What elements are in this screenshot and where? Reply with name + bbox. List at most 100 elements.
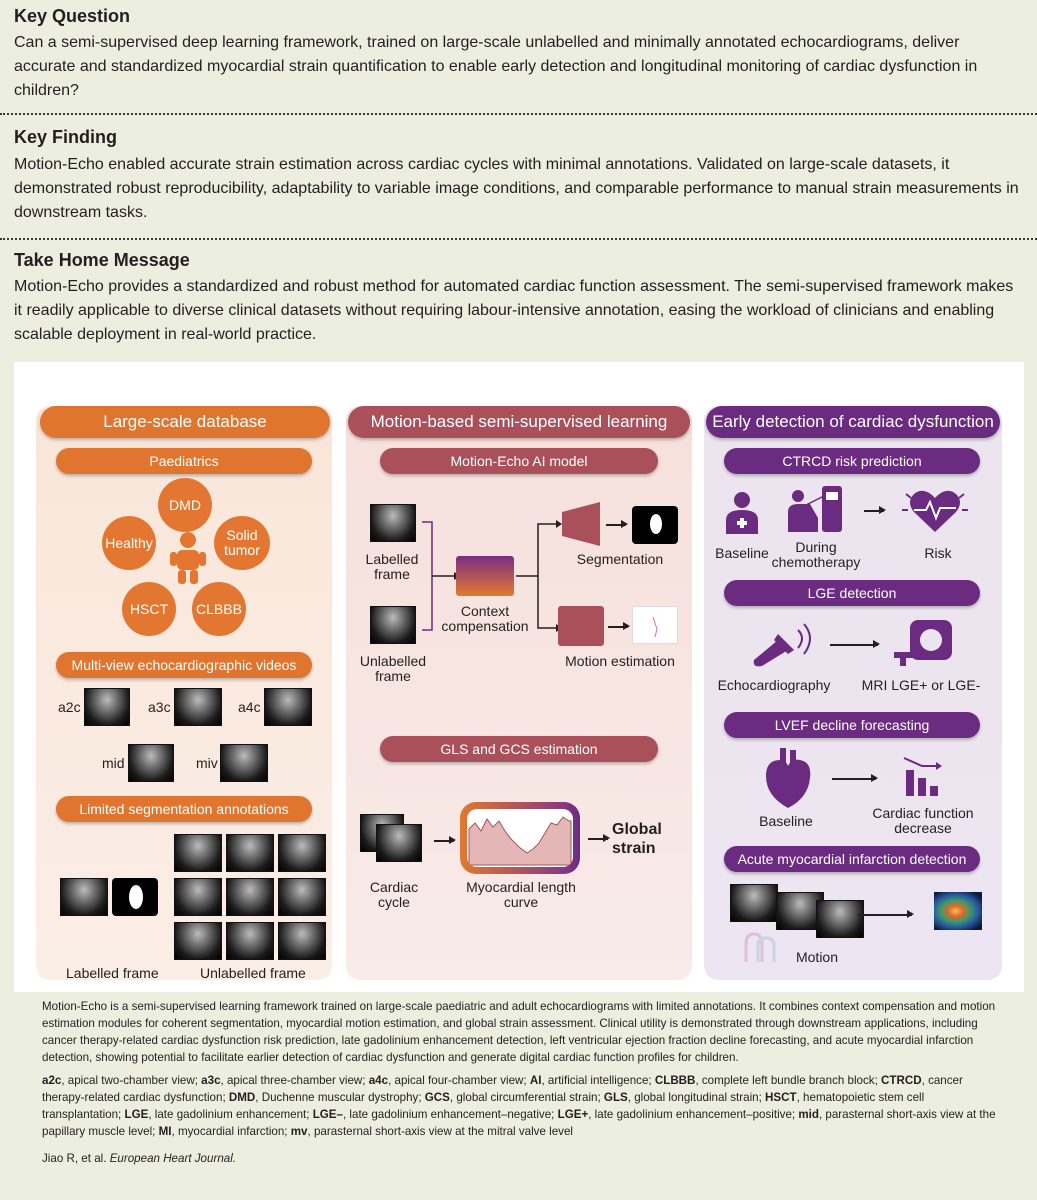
mri-scanner-icon <box>894 620 952 666</box>
circle-clbbb: CLBBB <box>192 582 246 636</box>
abbreviation-definition: , apical three-chamber view; <box>220 1074 369 1087</box>
header-semi-supervised-learning: Motion-based semi-supervised learning <box>348 406 690 438</box>
echo-unlabelled-2 <box>226 834 274 872</box>
echo-motion-3 <box>816 900 864 938</box>
view-label-a4c: a4c <box>238 699 261 715</box>
abbreviation-definition: , artificial intelligence; <box>541 1074 655 1087</box>
circle-healthy: Healthy <box>102 516 156 570</box>
key-question-title: Key Question <box>14 6 131 26</box>
echo-image-a2c <box>84 688 130 726</box>
doctor-icon <box>726 492 758 534</box>
citation: Jiao R, et al. European Heart Journal. <box>42 1150 1002 1167</box>
echo-image-mid <box>128 744 174 782</box>
abbreviation-term: CLBBB <box>654 1074 696 1087</box>
label-segmentation: Segmentation <box>576 551 664 567</box>
abbreviation-definition: , apical two-chamber view; <box>61 1074 202 1087</box>
abbreviations: a2c, apical two-chamber view; a3c, apica… <box>42 1072 1002 1140</box>
view-label-miv: miv <box>196 755 218 771</box>
take-home-title: Take Home Message <box>14 250 190 270</box>
label-motion: Motion <box>795 949 839 965</box>
chemotherapy-icon <box>788 486 842 532</box>
abbreviation-term: GCS <box>424 1091 450 1104</box>
echo-unlabelled-1 <box>174 834 222 872</box>
view-label-mid: mid <box>102 755 125 771</box>
arrow <box>608 623 630 629</box>
key-finding-text: Motion-Echo enabled accurate strain esti… <box>14 156 1019 221</box>
pill-gls-gcs-estimation: GLS and GCS estimation <box>380 736 658 762</box>
segmentation-output-image <box>632 506 678 544</box>
abbreviation-term: MI <box>158 1125 172 1138</box>
arrow <box>588 835 610 841</box>
label-labelled-frame: Labelled frame <box>66 965 159 981</box>
abbreviation-term: CTRCD <box>881 1074 922 1087</box>
graphical-abstract-panel: Large-scale database Paediatrics DMD Hea… <box>14 362 1024 992</box>
baby-icon <box>170 532 206 584</box>
abbreviation-term: DMD <box>228 1091 256 1104</box>
abbreviation-definition: , apical four-chamber view; <box>388 1074 530 1087</box>
pill-paediatrics: Paediatrics <box>56 448 312 474</box>
abbreviation-definition: , global longitudinal strain; <box>627 1091 766 1104</box>
echo-unlabelled-8 <box>226 922 274 960</box>
label-baseline-lvef: Baseline <box>759 813 813 829</box>
abbreviation-definition: , cancer therapy-related cardiac dysfunc… <box>42 1074 963 1104</box>
take-home-text: Motion-Echo provides a standardized and … <box>14 278 1014 343</box>
motion-estimation-block <box>558 606 604 646</box>
pill-lvef-decline-forecasting: LVEF decline forecasting <box>724 712 980 738</box>
header-early-detection: Early detection of cardiac dysfunction <box>706 406 1000 438</box>
echo-labelled-frame <box>60 878 108 916</box>
key-finding-title: Key Finding <box>14 127 117 147</box>
branch-arrow-icon <box>516 520 562 632</box>
arrow <box>832 775 878 781</box>
pill-motion-echo-model: Motion-Echo AI model <box>380 448 658 474</box>
heart-risk-icon <box>902 490 968 532</box>
length-curve-chart <box>467 809 573 867</box>
divider <box>0 113 1037 115</box>
label-unlabelled-frame: Unlabelled frame <box>359 653 427 684</box>
circle-dmd: DMD <box>158 478 212 532</box>
header-large-scale-database: Large-scale database <box>40 406 330 438</box>
label-unlabelled-frame: Unlabelled frame <box>200 965 306 981</box>
pill-limited-annotations: Limited segmentation annotations <box>56 796 312 822</box>
abbreviation-term: HSCT <box>765 1091 797 1104</box>
infarction-heatmap-image <box>934 892 982 930</box>
label-echocardiography: Echocardiography <box>717 677 831 693</box>
view-label-a2c: a2c <box>58 699 81 715</box>
arrow <box>864 507 886 513</box>
abbreviation-term: LGE <box>124 1108 149 1121</box>
echo-unlabelled-6 <box>278 878 326 916</box>
echo-probe-icon <box>753 623 811 667</box>
echo-unlabelled-input <box>370 606 416 644</box>
arrow <box>434 837 456 843</box>
anatomical-heart-icon <box>766 748 811 808</box>
pill-ctrcd-risk-prediction: CTRCD risk prediction <box>724 448 980 474</box>
declining-bar-chart-icon <box>903 757 942 796</box>
abbreviation-term: a2c <box>42 1074 62 1087</box>
echo-unlabelled-9 <box>278 922 326 960</box>
view-label-a3c: a3c <box>148 699 171 715</box>
citation-authors: Jiao R, et al. <box>42 1152 107 1165</box>
abbreviation-term: LGE+ <box>557 1108 589 1121</box>
column-large-scale-database: Large-scale database Paediatrics DMD Hea… <box>36 406 332 981</box>
label-labelled-frame: Labelled frame <box>365 551 419 582</box>
abbreviation-term: LGE– <box>312 1108 343 1121</box>
abbreviation-term: GLS <box>603 1091 628 1104</box>
label-cardiac-function-decrease: Cardiac function decrease <box>872 805 974 836</box>
echo-unlabelled-5 <box>226 878 274 916</box>
key-question-text: Can a semi-supervised deep learning fram… <box>14 34 978 99</box>
echo-unlabelled-7 <box>174 922 222 960</box>
echo-labelled-input <box>370 504 416 542</box>
abbreviation-definition: , complete left bundle branch block; <box>695 1074 882 1087</box>
arrow <box>606 521 628 527</box>
abbreviation-definition: , late gadolinium enhancement–negative; <box>342 1108 558 1121</box>
citation-journal: European Heart Journal. <box>109 1152 237 1165</box>
abbreviation-definition: , parasternal short-axis view at the mit… <box>307 1125 573 1138</box>
echo-image-miv <box>220 744 268 782</box>
echo-image-a3c <box>174 688 222 726</box>
abbreviation-term: mv <box>290 1125 308 1138</box>
motion-output-image <box>632 606 678 644</box>
circle-solid-tumor: Solid tumor <box>214 516 270 570</box>
label-baseline: Baseline <box>715 545 769 561</box>
figure-description: Motion-Echo is a semi-supervised learnin… <box>42 1000 996 1064</box>
abbreviation-definition: , Duchenne muscular dystrophy; <box>255 1091 425 1104</box>
abbreviation-term: a3c <box>201 1074 221 1087</box>
